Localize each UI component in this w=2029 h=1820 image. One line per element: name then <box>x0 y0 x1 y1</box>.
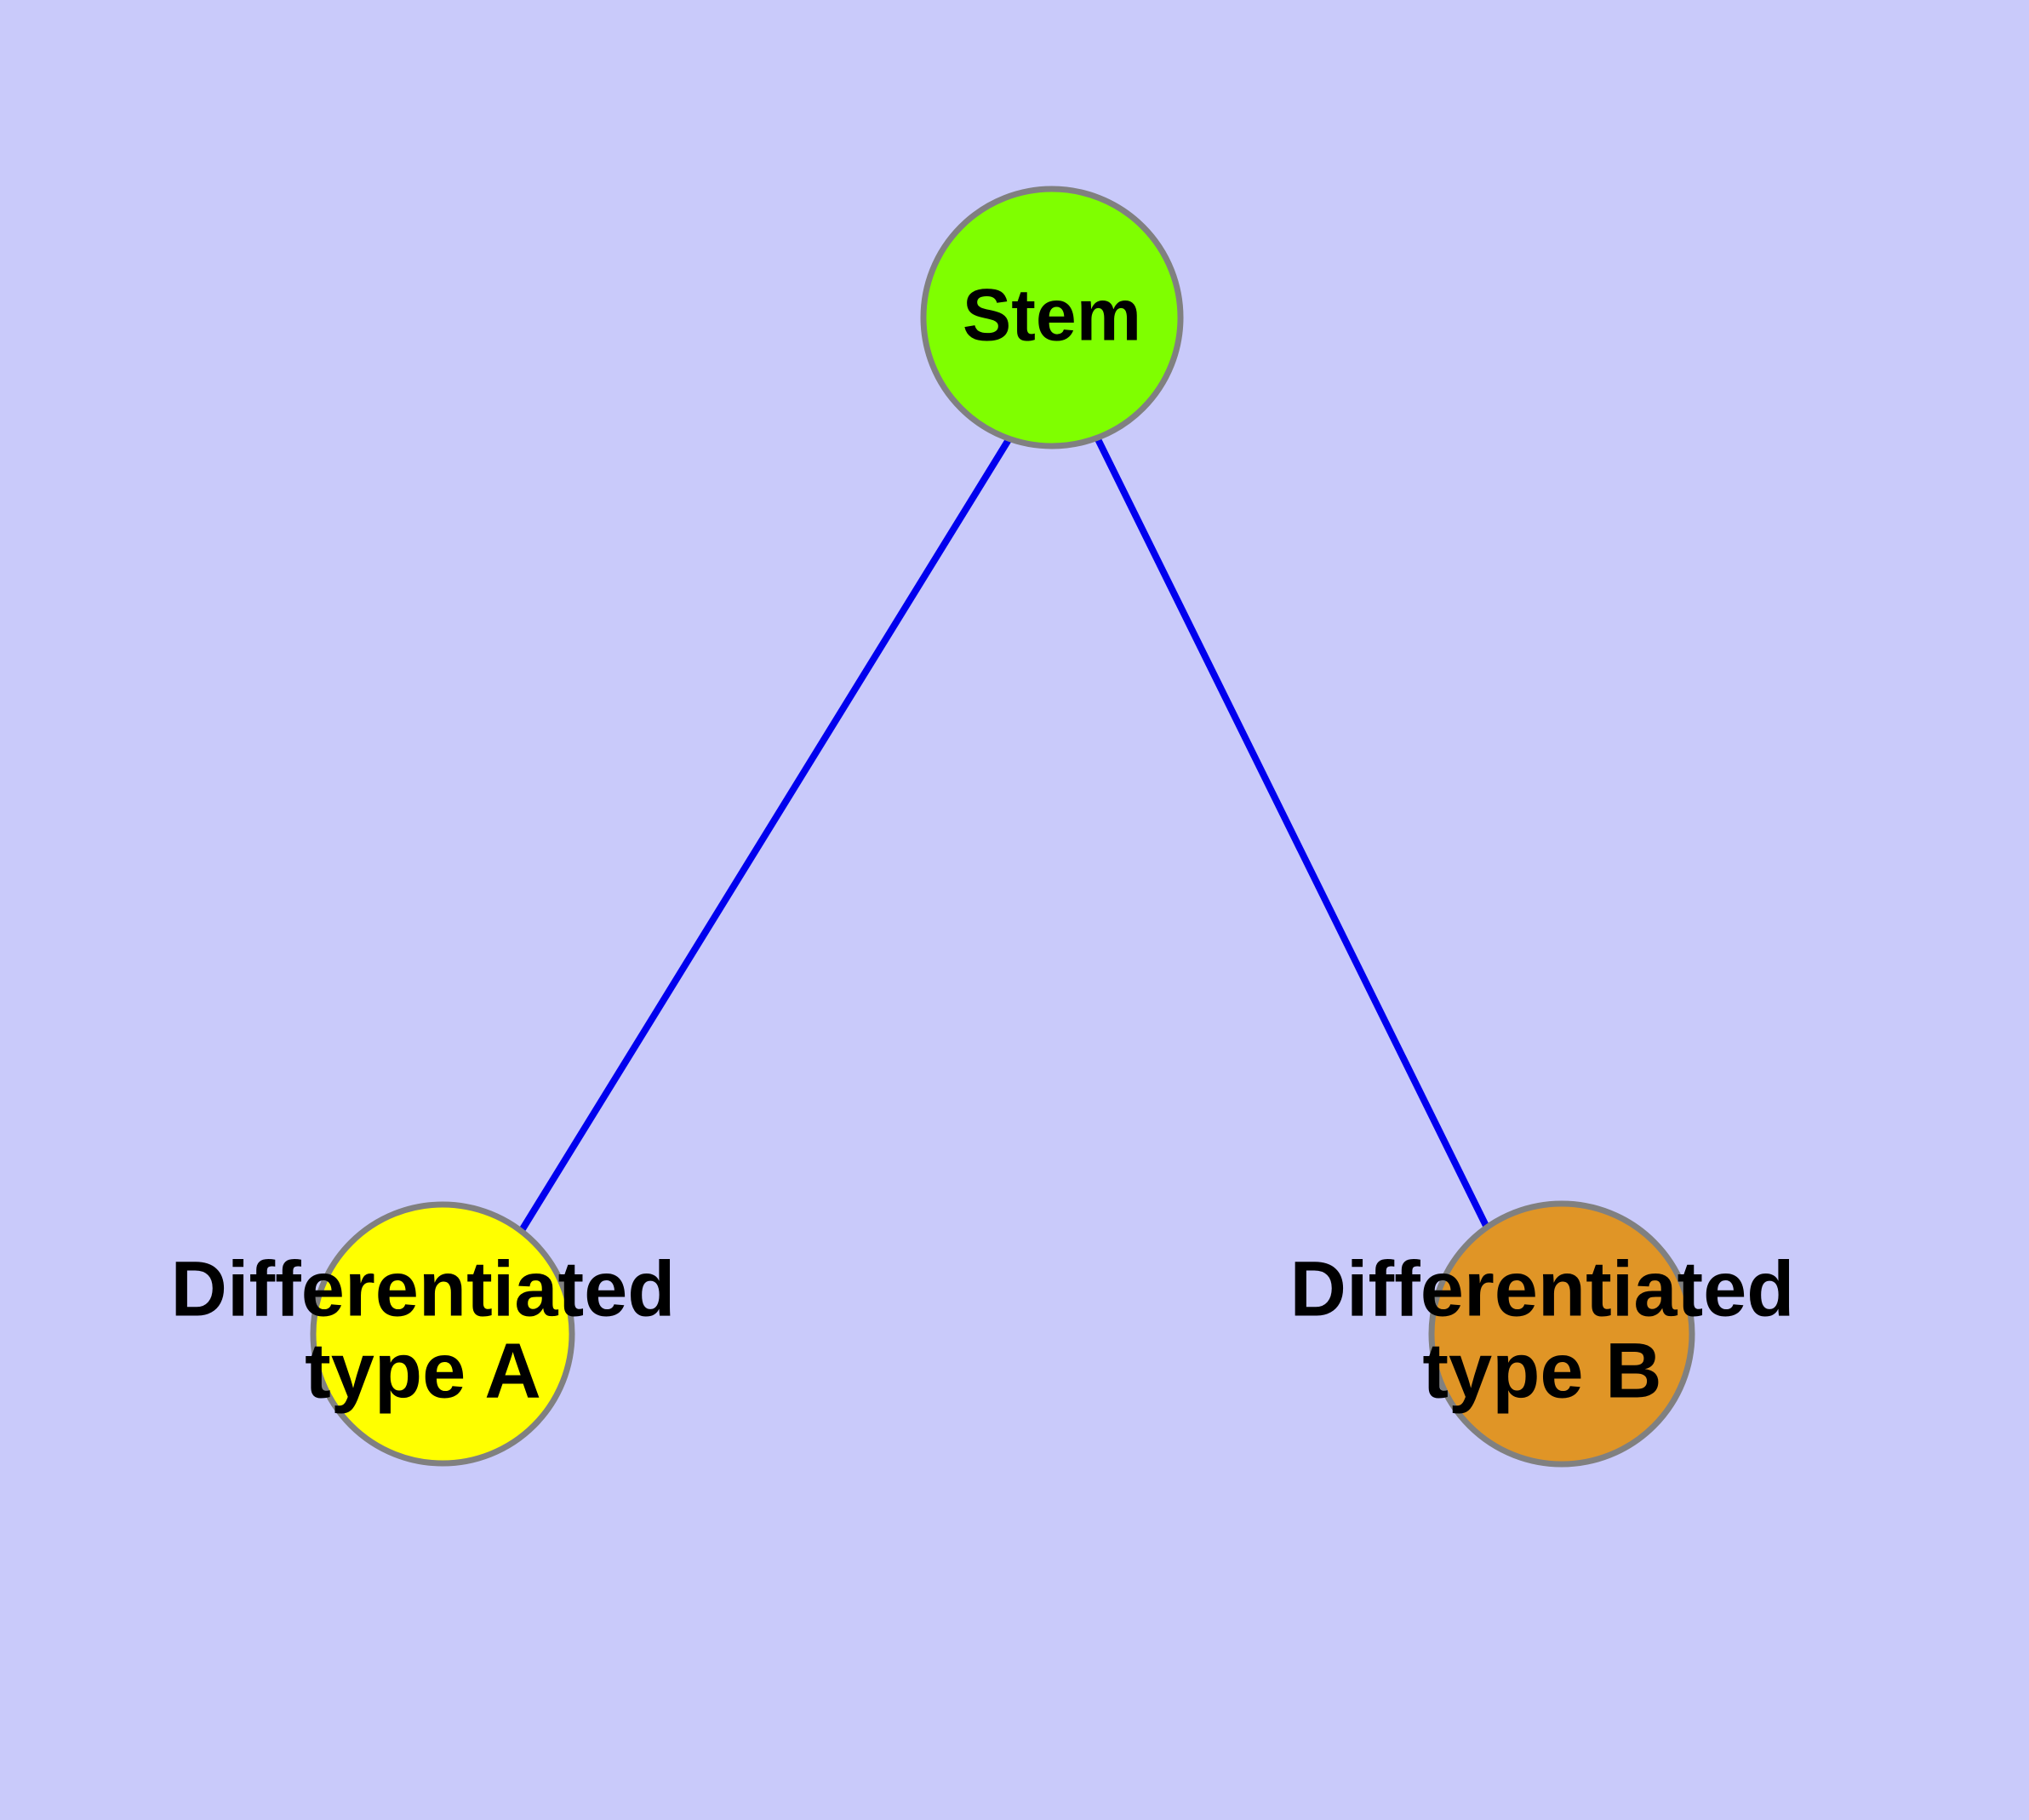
edge-stem-to-differentiated-type-a[interactable] <box>517 436 1013 1234</box>
edge-stem-to-differentiated-type-b[interactable] <box>1095 438 1491 1231</box>
edge-layer <box>517 436 1491 1234</box>
node-differentiated-type-a[interactable] <box>310 1201 575 1467</box>
node-stem[interactable] <box>920 186 1184 449</box>
node-layer <box>310 186 1695 1468</box>
node-differentiated-type-b[interactable] <box>1428 1200 1695 1468</box>
